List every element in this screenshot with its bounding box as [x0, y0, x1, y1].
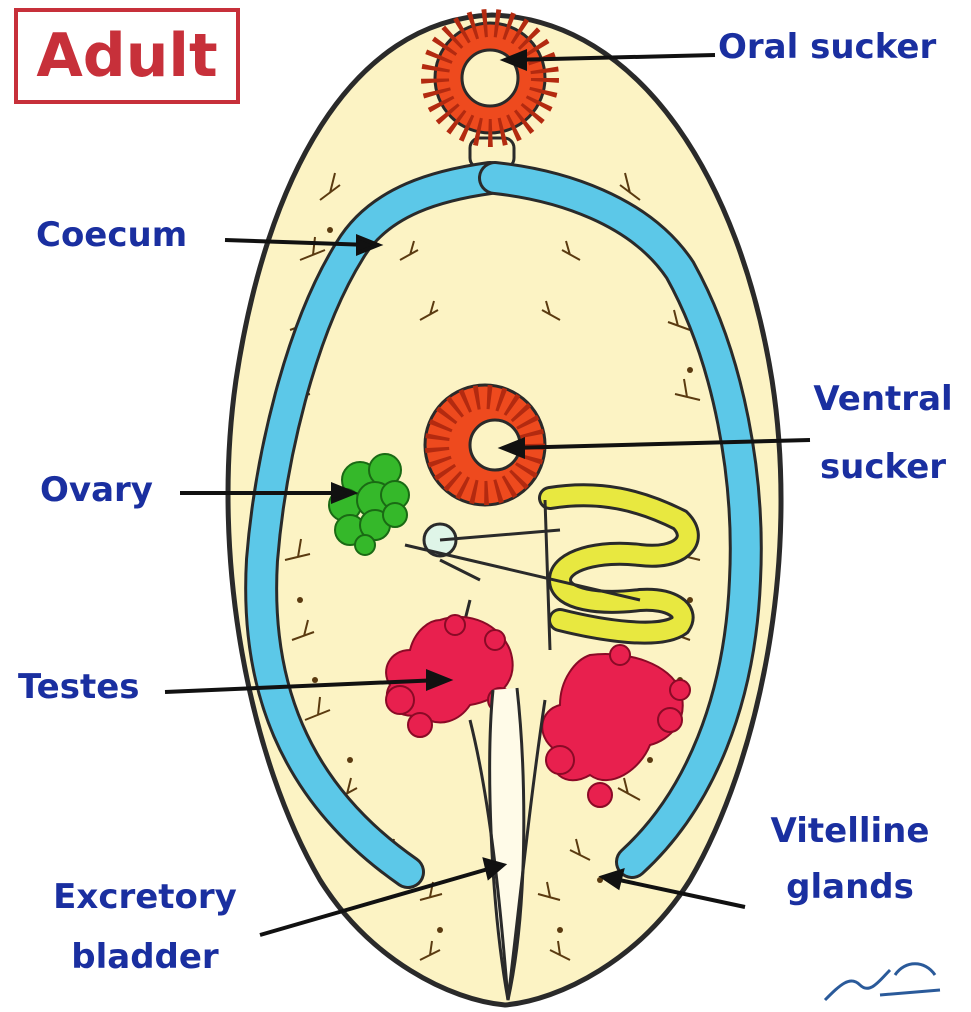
label-ovary: Ovary [40, 471, 153, 510]
signature-mark [825, 964, 940, 1000]
label-testes: Testes [18, 668, 140, 707]
label-coecum: Coecum [36, 216, 187, 255]
label-ventral-sucker-line1: Ventral [808, 380, 958, 419]
label-ventral-sucker-line2: sucker [808, 448, 958, 487]
label-vitelline-glands-line2: glands [750, 868, 950, 907]
page-title: Adult [18, 12, 236, 100]
title-box: Adult [14, 8, 240, 104]
label-excretory-bladder-line2: bladder [30, 938, 260, 977]
ventral-sucker [425, 385, 545, 505]
label-excretory-bladder-line1: Excretory [30, 878, 260, 917]
label-vitelline-glands-line1: Vitelline [750, 812, 950, 851]
oral-sucker [435, 23, 545, 133]
label-oral-sucker: Oral sucker [718, 28, 936, 67]
